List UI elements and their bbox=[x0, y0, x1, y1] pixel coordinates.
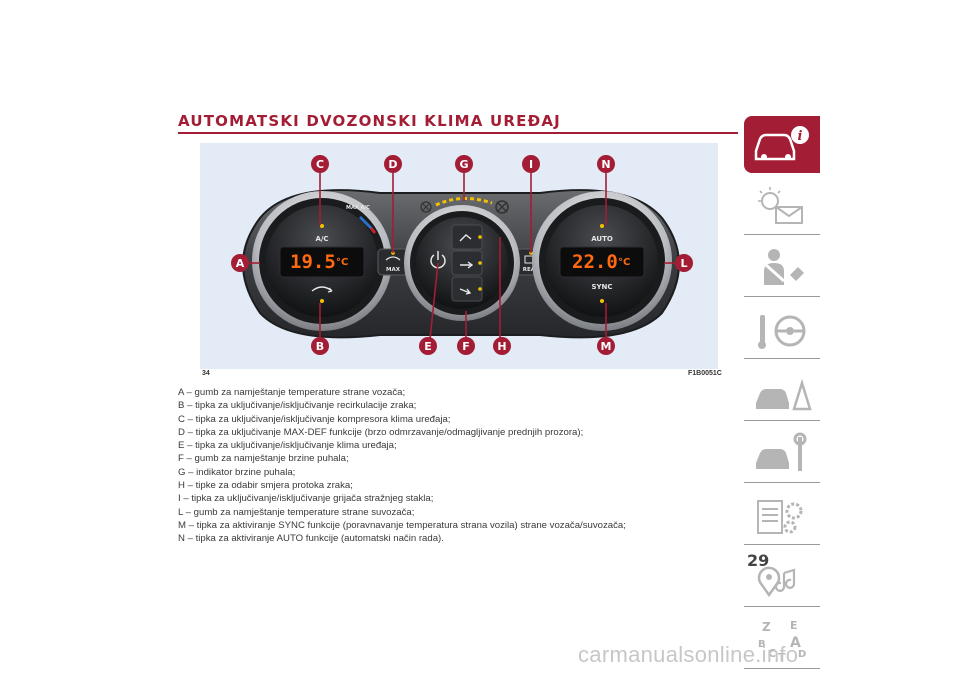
steering-icon bbox=[758, 315, 806, 349]
multimedia-icon bbox=[757, 566, 796, 598]
callout-a: A bbox=[236, 257, 245, 270]
fan-high-icon bbox=[495, 200, 509, 214]
defrost-icon bbox=[385, 256, 401, 261]
callout-f: F bbox=[462, 340, 470, 353]
chapter-sidebar: i bbox=[744, 116, 820, 674]
airflow-feet-icon bbox=[459, 288, 472, 295]
page-number: 29 bbox=[747, 551, 770, 570]
left-temp-display: 19.5 bbox=[290, 251, 336, 273]
svg-text:D: D bbox=[798, 649, 806, 660]
callout-g: G bbox=[459, 158, 468, 171]
callout-b: B bbox=[316, 340, 324, 353]
maintenance-icon bbox=[756, 432, 807, 471]
callout-h: H bbox=[497, 340, 506, 353]
callout-d: D bbox=[388, 158, 397, 171]
legend-item: I – tipka za uključivanje/isključivanje … bbox=[178, 493, 434, 505]
left-temp-unit: °C bbox=[336, 257, 348, 268]
callout-n: N bbox=[601, 158, 610, 171]
airflow-face-icon bbox=[460, 261, 474, 269]
fan-low-icon bbox=[420, 201, 432, 213]
legend-item: M – tipka za aktiviranje SYNC funkcije (… bbox=[178, 519, 626, 531]
max-ac-label: MAX A/C bbox=[346, 205, 370, 211]
chapter-tab-index[interactable]: Z E B A C D T bbox=[744, 612, 820, 669]
watermark: carmanualsonline.info bbox=[578, 642, 799, 667]
chapter-tab-safety[interactable] bbox=[744, 240, 820, 297]
max-button-label: MAX bbox=[386, 267, 401, 273]
specs-icon bbox=[757, 500, 803, 534]
legend-item: H – tipke za odabir smjera protoka zraka… bbox=[178, 480, 353, 492]
chapter-tab-maintenance[interactable] bbox=[744, 426, 820, 483]
rear-button-label: REAR bbox=[523, 267, 540, 273]
legend-item: L – gumb za namještanje temperature stra… bbox=[178, 506, 415, 518]
chapter-tab-starting-driving[interactable] bbox=[744, 302, 820, 359]
legend-item: E – tipka za uključivanje/isključivanje … bbox=[178, 440, 397, 452]
callout-i: I bbox=[529, 158, 533, 171]
section-title: AUTOMATSKI DVOZONSKI KLIMA UREĐAJ bbox=[178, 112, 561, 130]
chapter-tab-multimedia[interactable] bbox=[744, 550, 820, 607]
safety-icon bbox=[764, 249, 804, 285]
recirculation-icon bbox=[311, 286, 333, 293]
climate-panel-illustration: 19.5 °C A/C MAX REAR MAX A/C bbox=[231, 155, 693, 355]
legend-item: D – tipka za uključivanje MAX-DEF funkci… bbox=[178, 426, 584, 438]
chapter-tab-warning-lights[interactable] bbox=[744, 178, 820, 235]
title-rule bbox=[178, 132, 738, 134]
warning-light-icon bbox=[758, 187, 803, 224]
climate-panel-figure: 19.5 °C A/C MAX REAR MAX A/C bbox=[200, 143, 718, 369]
svg-text:C: C bbox=[768, 647, 776, 660]
callout-l: L bbox=[680, 257, 687, 270]
legend-item: A – gumb za namještanje temperature stra… bbox=[178, 387, 406, 398]
legend-item: N – tipka za aktiviranje AUTO funkcije (… bbox=[178, 533, 444, 545]
right-temp-unit: °C bbox=[618, 257, 630, 268]
callout-e: E bbox=[424, 340, 432, 353]
svg-text:i: i bbox=[798, 129, 803, 144]
auto-button-label: AUTO bbox=[591, 235, 613, 243]
svg-text:A: A bbox=[790, 635, 801, 651]
callout-c: C bbox=[316, 158, 324, 171]
fan-speed-indicator bbox=[435, 197, 493, 207]
chapter-tab-emergency[interactable] bbox=[744, 364, 820, 421]
ac-button-label: A/C bbox=[315, 235, 328, 243]
legend-item: C – tipka za uključivanje/isključivanje … bbox=[178, 413, 451, 425]
index-icon: Z E B A C D T bbox=[758, 619, 806, 663]
svg-text:T: T bbox=[778, 651, 786, 663]
breakdown-icon bbox=[756, 378, 812, 411]
svg-text:E: E bbox=[790, 619, 798, 632]
figure-page-label: 34 bbox=[202, 370, 210, 377]
callout-m: M bbox=[601, 340, 612, 353]
figure-code: F1B0051C bbox=[688, 370, 722, 377]
svg-text:B: B bbox=[758, 639, 766, 650]
svg-text:Z: Z bbox=[762, 620, 771, 634]
legend-item: B – tipka za uključivanje/isključivanje … bbox=[178, 400, 417, 412]
legend-item: G – indikator brzine puhala; bbox=[178, 466, 296, 478]
car-info-icon: i bbox=[754, 126, 809, 161]
chapter-tab-car-info[interactable]: i bbox=[744, 116, 820, 173]
right-temp-display: 22.0 bbox=[572, 251, 618, 273]
legend-item: F – gumb za namještanje brzine puhala; bbox=[178, 453, 349, 465]
chapter-tab-technical-specs[interactable] bbox=[744, 488, 820, 545]
sync-button-label: SYNC bbox=[591, 283, 612, 291]
figure-legend: A – gumb za namještanje temperature stra… bbox=[178, 386, 738, 546]
airflow-windshield-icon bbox=[459, 234, 472, 242]
